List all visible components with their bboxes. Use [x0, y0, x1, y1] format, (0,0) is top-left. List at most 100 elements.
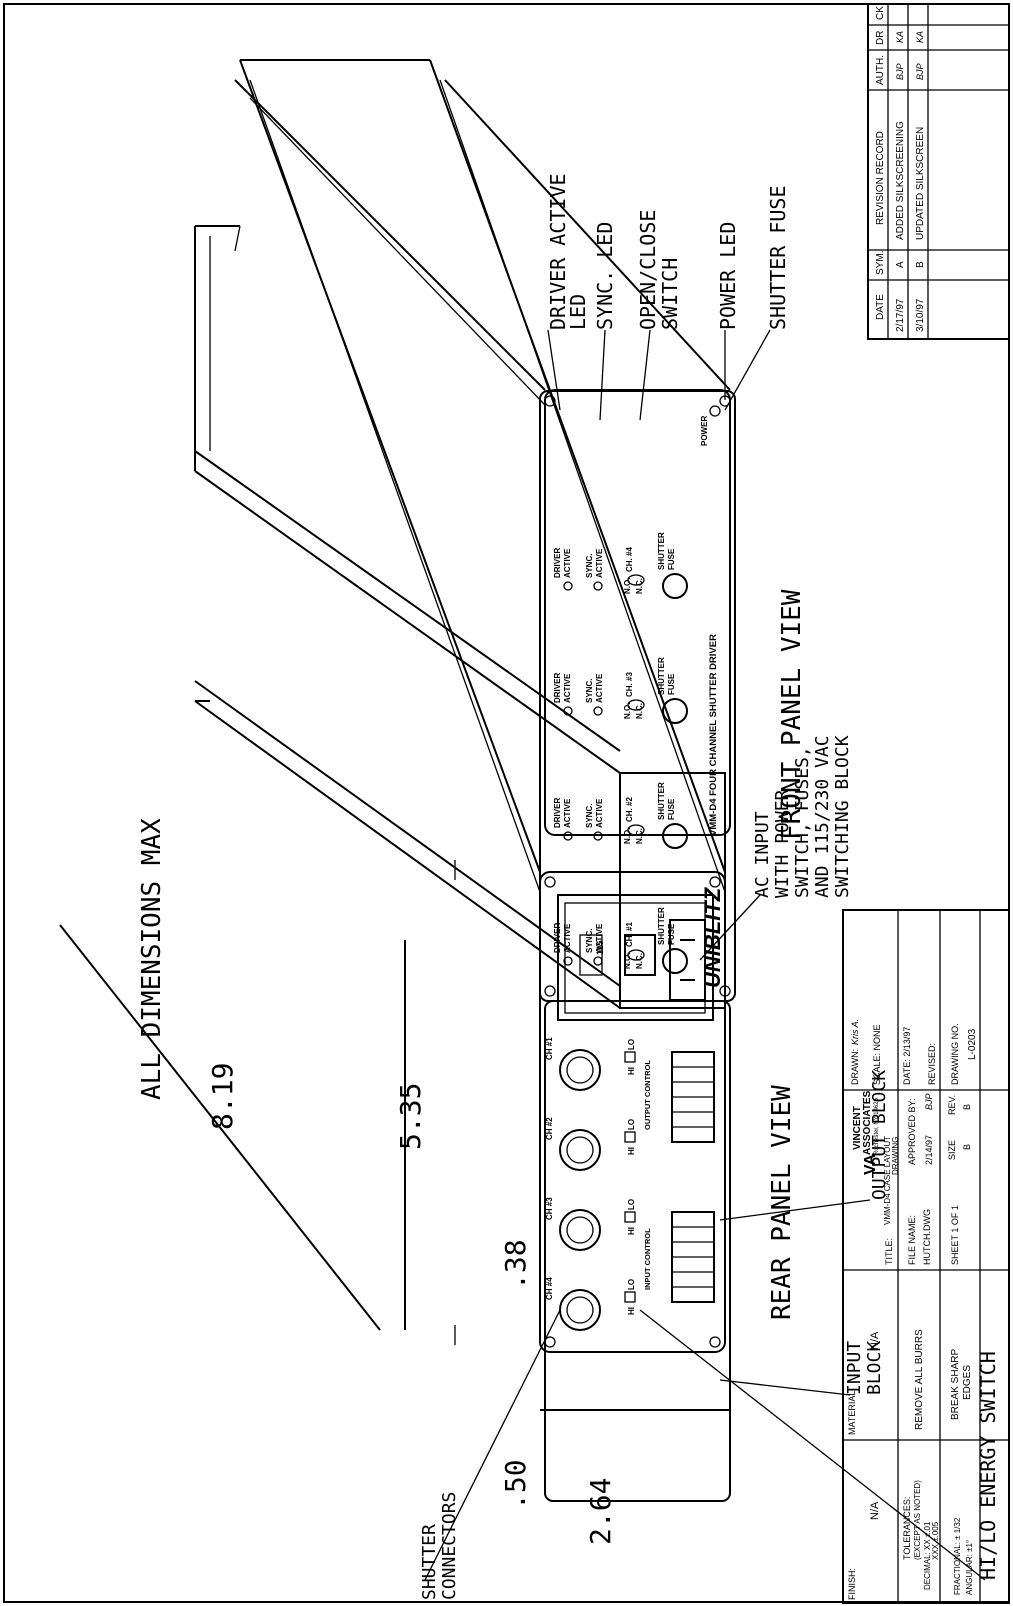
- rev-header-auth: AUTH.: [875, 55, 886, 85]
- channel-label: CH. #2: [625, 797, 634, 822]
- tolerance-angular: ANGULAR: ±1°: [965, 1540, 974, 1595]
- svg-text:KA: KA: [915, 31, 925, 43]
- connector-icon[interactable]: [559, 1209, 601, 1251]
- svg-text:UPDATED SILKSCREEN: UPDATED SILKSCREEN: [915, 127, 926, 240]
- title-label: TITLE:: [884, 1238, 894, 1265]
- hilo-switch-icon[interactable]: [624, 1051, 636, 1063]
- no-label: N.O.: [623, 953, 632, 969]
- output-terminal-block: [671, 1051, 715, 1143]
- dimension-width: 5.35: [394, 1083, 427, 1150]
- lo-label: LO: [627, 1199, 636, 1210]
- sync-active-label: SYNC.: [585, 679, 594, 703]
- date-value: DATE: 2/13/97: [902, 1027, 912, 1085]
- driver-active-led-icon: [563, 706, 573, 716]
- driver-active-label: ACTIVE: [563, 798, 572, 828]
- rev-header-date: DATE: [875, 294, 886, 320]
- scale-value: SCALE: NONE: [872, 1024, 882, 1085]
- table-row: 2/17/97 A ADDED SILKSCREENING BJP KA: [895, 31, 906, 332]
- approved-by-label: APPROVED BY:: [907, 1098, 917, 1165]
- rev-header-ck: CK: [875, 6, 886, 20]
- hilo-switch-icon[interactable]: [624, 1211, 636, 1223]
- file-name-label: FILE NAME:: [907, 1215, 917, 1265]
- rear-panel-detail: 115 CH #1 CH #2 CH #3 CH #4 LO HI: [539, 871, 726, 1353]
- break-edges-note: BREAK SHARP: [950, 1349, 961, 1420]
- power-switch-icon[interactable]: [624, 934, 656, 976]
- product-name: VMM-D4 FOUR CHANNEL SHUTTER DRIVER: [708, 634, 719, 836]
- tolerances-note: (EXCEPT AS NOTED): [913, 1480, 922, 1560]
- tolerances-label: TOLERANCES:: [902, 1497, 912, 1560]
- fuse-holder-icon[interactable]: [662, 948, 688, 974]
- title-value: DRAWING: [891, 1137, 900, 1175]
- output-control-label: OUTPUT CONTROL: [643, 1060, 652, 1130]
- svg-text:BJP: BJP: [915, 63, 925, 80]
- connector-label: CH #2: [545, 1117, 554, 1140]
- callout-shutter-connectors: CONNECTORS: [439, 1492, 460, 1600]
- svg-text:ADDED SILKSCREENING: ADDED SILKSCREENING: [895, 121, 906, 240]
- toggle-switch-icon[interactable]: [627, 574, 645, 586]
- driver-active-label: ACTIVE: [563, 923, 572, 953]
- dimension-rear-offset: .50: [499, 1459, 532, 1510]
- connector-icon[interactable]: [559, 1129, 601, 1171]
- sync-active-label: SYNC.: [585, 929, 594, 953]
- company-logo: VA: [862, 1154, 879, 1175]
- material-value: N/A: [869, 1331, 881, 1350]
- tolerance-fractional: FRACTIONAL: ± 1/32: [953, 1517, 962, 1595]
- hilo-switches: LO HI LO HI LO HI LO HI OUTPUT CONTROL I…: [624, 1039, 652, 1315]
- fuse-label: FUSE: [667, 798, 676, 820]
- tolerance-decimal-3: XXX ±.005: [931, 1521, 940, 1560]
- remove-burrs-note: REMOVE ALL BURRS: [914, 1329, 925, 1430]
- sync-active-label: ACTIVE: [595, 548, 604, 578]
- drawing-no-value: L-0203: [967, 1028, 978, 1060]
- toggle-switch-icon[interactable]: [627, 699, 645, 711]
- drawing-no-label: DRAWING NO.: [950, 1023, 960, 1085]
- sheet-number: SHEET 1 OF 1: [950, 1205, 960, 1265]
- no-label: N.O.: [623, 578, 632, 594]
- callout-driver-active: DRIVER ACTIVE: [546, 173, 570, 330]
- callout-ac-input: SWITCH, FUSES,: [792, 746, 813, 898]
- hilo-switch-icon[interactable]: [624, 1131, 636, 1143]
- driver-active-label: DRIVER: [553, 798, 562, 828]
- input-control-label: INPUT CONTROL: [643, 1228, 652, 1290]
- front-panel-box: [544, 389, 731, 836]
- svg-text:A: A: [895, 261, 906, 268]
- callout-sync-led: SYNC. LED: [593, 222, 617, 330]
- driver-active-led-icon: [563, 956, 573, 966]
- toggle-switch-icon[interactable]: [627, 949, 645, 961]
- input-terminal-block: [671, 1211, 715, 1303]
- connector-label: CH #1: [545, 1037, 554, 1060]
- fuse-label: SHUTTER: [657, 907, 666, 945]
- rear-panel: [544, 1000, 731, 1502]
- connector-icon[interactable]: [559, 1289, 601, 1331]
- fuse-label: FUSE: [667, 923, 676, 945]
- connector-label: CH #3: [545, 1197, 554, 1220]
- driver-active-label: DRIVER: [553, 548, 562, 578]
- lo-label: LO: [627, 1279, 636, 1290]
- rev-label: REV.: [947, 1095, 957, 1115]
- callout-ac-input: SWITCHING BLOCK: [832, 735, 853, 898]
- svg-text:BJP: BJP: [895, 63, 905, 80]
- hilo-switch-icon[interactable]: [624, 1291, 636, 1303]
- file-name-value: HUTCH.DWG: [922, 1209, 932, 1265]
- fuse-holder-icon[interactable]: [662, 573, 688, 599]
- company-name: ASSOCIATES: [862, 1090, 873, 1155]
- callout-input-block: INPUT: [844, 1341, 865, 1395]
- callout-output-block: OUTPUT BLOCK: [869, 1070, 890, 1200]
- voltage-selector[interactable]: [579, 934, 603, 976]
- callout-ac-input: AND 115/230 VAC: [812, 735, 833, 898]
- material-label: MATERIAL:: [847, 1388, 857, 1435]
- fuse-holder-icon[interactable]: [662, 698, 688, 724]
- all-dimensions-note: ALL DIMENSIONS MAX: [137, 818, 167, 1100]
- front-panel-view-label: FRONT PANEL VIEW: [777, 589, 807, 840]
- nc-label: N.C.: [635, 953, 644, 969]
- driver-active-label: DRIVER: [553, 673, 562, 703]
- fuse-label: FUSE: [667, 548, 676, 570]
- approved-by-value: 2/14/97: [924, 1135, 934, 1165]
- callout-shutter-connectors: SHUTTER: [419, 1524, 440, 1600]
- finish-label: FINISH:: [847, 1568, 857, 1600]
- dimension-front-offset: .38: [499, 1239, 532, 1290]
- callout-driver-active: LED: [566, 294, 590, 330]
- case-outline: [194, 225, 726, 1009]
- connector-icon[interactable]: [559, 1049, 601, 1091]
- size-label: SIZE: [947, 1140, 957, 1160]
- rev-header-record: REVISION RECORD: [875, 131, 886, 225]
